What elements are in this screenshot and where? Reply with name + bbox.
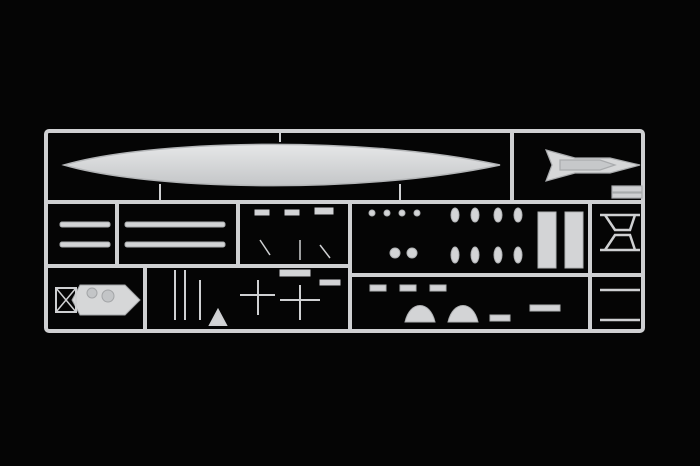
truss-parts (600, 213, 640, 322)
deck-part (544, 149, 643, 199)
sprue-frame (44, 129, 645, 333)
small-parts-center (174, 207, 341, 326)
small-parts-right (368, 207, 584, 323)
sprue-outer-frame (44, 129, 645, 333)
hull-part (61, 131, 501, 202)
superstructure-part (55, 284, 141, 316)
rod-parts (59, 221, 226, 248)
